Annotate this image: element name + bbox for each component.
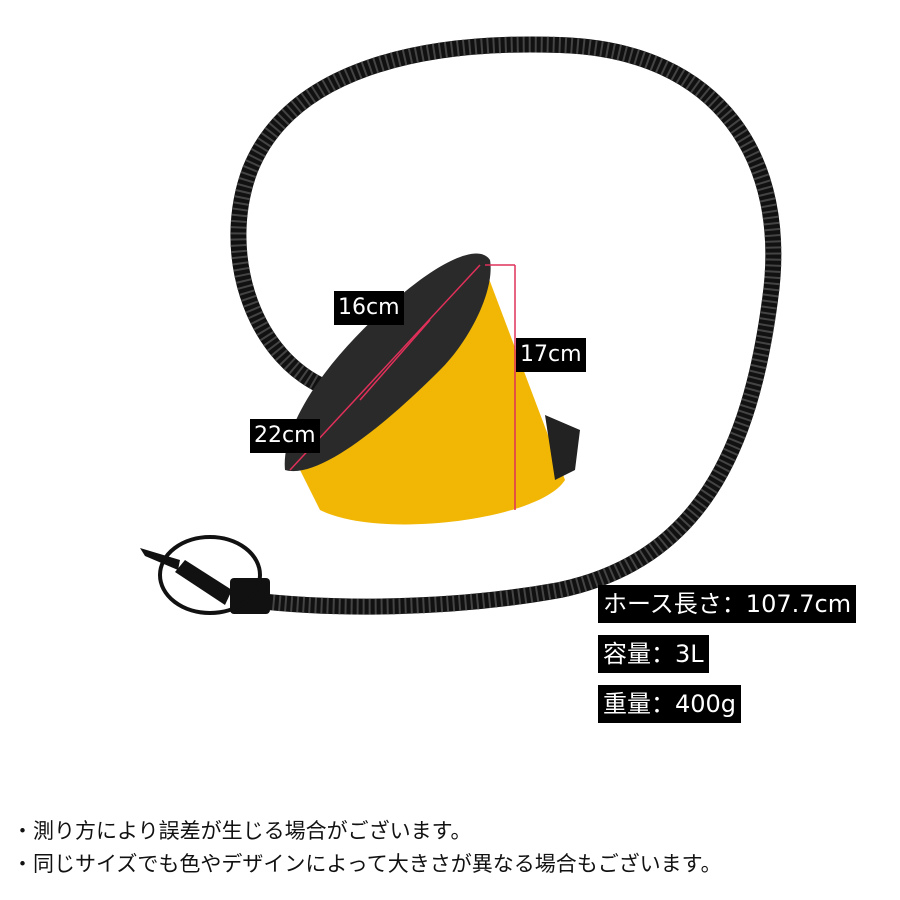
top-diameter-label: 16cm bbox=[334, 291, 404, 325]
spec-hose-length: ホース長さ：107.7cm bbox=[598, 585, 857, 623]
note-measurement-error: ・測り方により誤差が生じる場合がございます。 bbox=[12, 819, 472, 843]
note-size-variation: ・同じサイズでも色やデザインによって大きさが異なる場合もございます。 bbox=[12, 852, 722, 876]
hose bbox=[230, 36, 782, 615]
nozzle bbox=[140, 535, 270, 615]
pump-body bbox=[300, 255, 565, 525]
spec-capacity: 容量：3L bbox=[598, 635, 709, 673]
base-diameter-label: 22cm bbox=[250, 419, 320, 453]
spec-weight: 重量：400g bbox=[598, 685, 742, 723]
height-label: 17cm bbox=[516, 338, 586, 372]
pump-lid bbox=[284, 253, 491, 472]
